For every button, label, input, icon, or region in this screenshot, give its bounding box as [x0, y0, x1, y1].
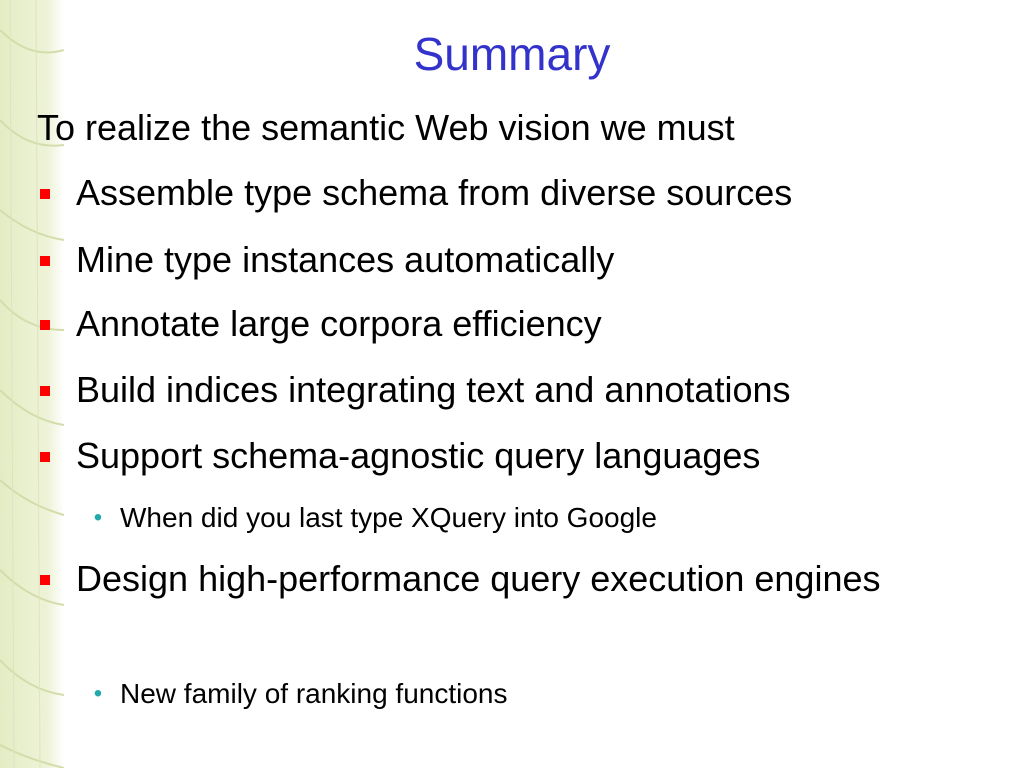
red-square-bullet-icon	[40, 452, 50, 462]
bullet-text: Annotate large corpora efficiency	[76, 303, 602, 344]
red-square-bullet-icon	[40, 256, 50, 266]
leaf-texture-image	[0, 0, 64, 768]
bullet-text: Design high-performance query execution …	[76, 558, 881, 599]
red-square-bullet-icon	[40, 189, 50, 199]
sub-bullet-text: New family of ranking functions	[120, 678, 508, 709]
red-square-bullet-icon	[40, 386, 50, 396]
sub-bullet-text: When did you last type XQuery into Googl…	[120, 502, 657, 533]
bullet-text: Build indices integrating text and annot…	[76, 369, 791, 410]
slide-title: Summary	[413, 28, 611, 80]
leaf-texture-background	[0, 0, 64, 768]
red-square-bullet-icon	[40, 575, 50, 585]
bullet-text: Support schema-agnostic query languages	[76, 435, 761, 476]
bullet-text: Mine type instances automatically	[76, 239, 615, 280]
intro-text: To realize the semantic Web vision we mu…	[37, 107, 735, 148]
teal-dot-bullet-icon: •	[93, 680, 103, 707]
teal-dot-bullet-icon: •	[93, 504, 103, 531]
bullet-text: Assemble type schema from diverse source…	[76, 172, 793, 213]
red-square-bullet-icon	[40, 320, 50, 330]
